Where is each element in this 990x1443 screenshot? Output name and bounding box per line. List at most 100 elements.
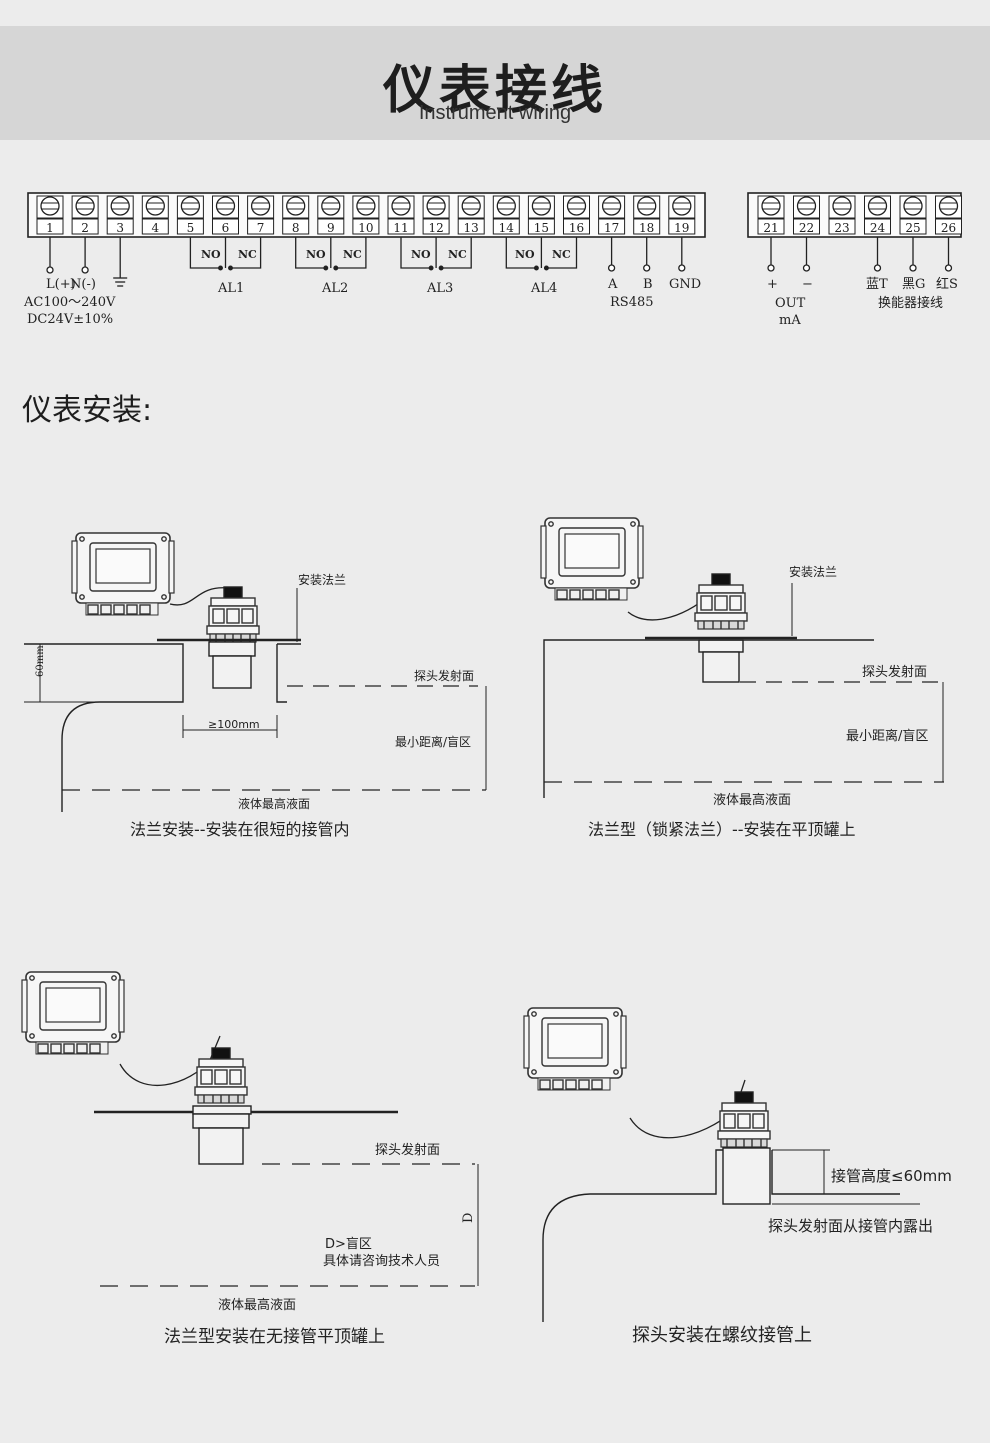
main-terminal-number: 19	[674, 221, 689, 235]
relay-al1-label: AL1	[217, 281, 244, 296]
output-terminal-number: 22	[799, 221, 814, 235]
d2-level-label: 液体最高液面	[713, 792, 791, 808]
rs485-label: RS485	[610, 295, 654, 310]
main-terminal-17: 17	[598, 195, 626, 235]
main-terminal-number: 6	[222, 221, 230, 235]
transducer-blue-label: 蓝T	[866, 277, 888, 292]
power-dc-label: DC24V±10%	[27, 312, 113, 327]
relay-al3-nc: NC	[448, 248, 467, 261]
install-diagram-short-nozzle	[24, 532, 487, 812]
d3-d-label: D	[461, 1213, 476, 1223]
main-terminal-1: 1	[36, 195, 64, 235]
rs485-gnd-label: GND	[669, 277, 701, 292]
main-terminal-15: 15	[527, 195, 555, 235]
d1-caption: 法兰安装--安装在很短的接管内	[130, 820, 350, 839]
main-terminal-8: 8	[282, 195, 310, 235]
header-banner: 仪表接线 Instrument wiring	[0, 26, 990, 140]
d2-face-label: 探头发射面	[862, 664, 927, 680]
main-terminal-number: 10	[358, 221, 373, 235]
install-diagram-threaded-nozzle	[523, 1007, 920, 1322]
output-terminal-25: 25	[899, 195, 927, 235]
relay-al3-label: AL3	[426, 281, 453, 296]
relay-al4-nc: NC	[552, 248, 571, 261]
power-l-label: L(+)	[46, 277, 76, 292]
main-terminal-10: 10	[352, 195, 380, 235]
output-plus-label: +	[767, 277, 778, 292]
power-ac-label: AC100～240V	[23, 295, 116, 310]
relay-al2-label: AL2	[321, 281, 348, 296]
main-terminal-number: 8	[292, 221, 300, 235]
d3-note2-label: 具体请咨询技术人员	[323, 1254, 440, 1269]
main-terminal-number: 15	[534, 221, 549, 235]
main-terminal-number: 12	[428, 221, 443, 235]
main-terminal-number: 1	[46, 221, 54, 235]
main-terminal-14: 14	[492, 195, 520, 235]
power-n-label: N(-)	[70, 277, 96, 292]
rs485-b-label: B	[643, 277, 653, 292]
d2-flange-label: 安装法兰	[789, 564, 837, 579]
main-terminal-18: 18	[633, 195, 661, 235]
main-terminal-4: 4	[141, 195, 169, 235]
main-terminal-number: 18	[639, 221, 654, 235]
main-terminal-number: 3	[116, 221, 124, 235]
page-title: 仪表接线	[382, 61, 607, 121]
d1-height-label: 60mm	[35, 645, 46, 677]
d4-height-label: 接管高度≤60mm	[831, 1167, 952, 1185]
main-terminal-number: 5	[187, 221, 195, 235]
main-terminal-16: 16	[563, 195, 590, 235]
output-terminal-number: 21	[763, 221, 778, 235]
output-terminal-24: 24	[864, 195, 891, 235]
d2-blind-label: 最小距离/盲区	[846, 728, 928, 744]
transducer-black-label: 黑G	[902, 277, 925, 292]
d1-blind-label: 最小距离/盲区	[395, 734, 471, 749]
main-terminal-number: 16	[569, 221, 584, 235]
output-terminal-number: 25	[905, 221, 920, 235]
d3-level-label: 液体最高液面	[218, 1297, 296, 1313]
main-terminal-number: 7	[257, 221, 265, 235]
main-terminal-number: 2	[81, 221, 89, 235]
install-diagram-no-nozzle	[21, 971, 479, 1287]
main-terminal-9: 9	[317, 195, 345, 235]
transducer-red-label: 红S	[936, 276, 958, 292]
output-ma-label: mA	[779, 313, 801, 328]
output-terminal-23: 23	[828, 195, 856, 235]
main-terminal-19: 19	[668, 195, 696, 235]
main-terminal-11: 11	[387, 195, 415, 235]
d4-note-label: 探头发射面从接管内露出	[768, 1217, 933, 1235]
d1-flange-label: 安装法兰	[298, 572, 346, 587]
install-diagram-flat-top-flange	[540, 517, 944, 798]
main-terminal-number: 14	[499, 221, 515, 235]
output-terminal-22: 22	[793, 195, 820, 235]
output-out-label: OUT	[775, 296, 806, 311]
d2-caption: 法兰型（锁紧法兰）--安装在平顶罐上	[588, 820, 856, 839]
section-title: 仪表安装:	[22, 393, 153, 428]
main-terminal-number: 4	[151, 221, 159, 235]
main-terminal-3: 3	[106, 195, 134, 235]
main-terminal-13: 13	[457, 195, 485, 235]
main-terminal-number: 13	[464, 221, 479, 235]
main-terminal-7: 7	[247, 195, 275, 235]
main-terminal-12: 12	[422, 195, 450, 235]
output-minus-label: −	[802, 277, 813, 292]
main-terminal-5: 5	[176, 195, 204, 235]
transducer-wiring-label: 换能器接线	[878, 295, 943, 311]
relay-al2-nc: NC	[343, 248, 362, 261]
relay-al1-nc: NC	[238, 248, 257, 261]
page-subtitle: Instrument wiring	[418, 102, 572, 124]
d3-caption: 法兰型安装在无接管平顶罐上	[164, 1327, 385, 1347]
d3-note1-label: D>盲区	[325, 1236, 372, 1252]
relay-al4-no: NO	[515, 248, 535, 261]
main-terminal-number: 17	[604, 221, 619, 235]
relay-al1-no: NO	[201, 248, 221, 261]
relay-al4-label: AL4	[530, 281, 557, 296]
output-terminal-number: 23	[834, 221, 849, 235]
relay-al3-no: NO	[411, 248, 431, 261]
output-terminal-number: 26	[941, 221, 956, 235]
main-terminal-number: 11	[393, 221, 408, 235]
d1-level-label: 液体最高液面	[238, 796, 310, 811]
d3-face-label: 探头发射面	[375, 1142, 440, 1158]
d4-caption: 探头安装在螺纹接管上	[632, 1325, 812, 1346]
main-terminal-6: 6	[212, 195, 239, 235]
